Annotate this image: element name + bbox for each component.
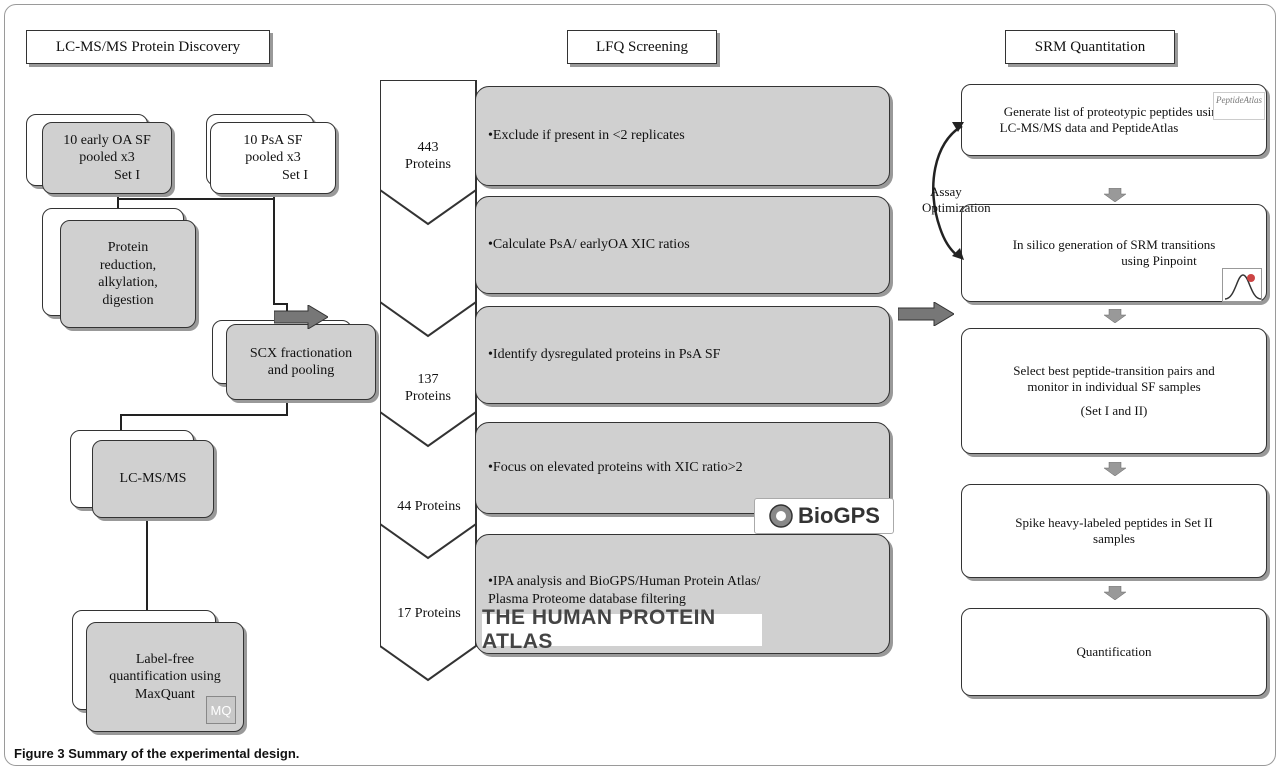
- srm-step-3-line2: monitor in individual SF samples: [1027, 378, 1201, 394]
- lfq-step-4-text: •Focus on elevated proteins with XIC rat…: [488, 460, 743, 475]
- figure-caption: Figure 3 Summary of the experimental des…: [14, 746, 299, 761]
- lcms-box: LC-MS/MS: [92, 440, 214, 518]
- assay-optimization-arrow-icon: [932, 122, 964, 260]
- chevron-count-5: 17 Proteins: [397, 606, 461, 621]
- hpa-logo-text: THE HUMAN PROTEIN ATLAS: [482, 606, 716, 653]
- optimization-label-line2: Optimization: [922, 200, 991, 215]
- srm-step-3-line3: (Set I and II): [1080, 403, 1148, 419]
- header-discovery: LC-MS/MS Protein Discovery: [26, 30, 270, 64]
- oa-sample-line2: pooled x3: [79, 150, 135, 166]
- srm-step-4-line2: samples: [1093, 531, 1135, 546]
- lfq-step-5-text-line2: Plasma Proteome database filtering: [488, 591, 686, 607]
- arrow-down-icon: [1104, 188, 1126, 202]
- connector-line: [117, 198, 274, 200]
- scx-line1: SCX fractionation: [249, 345, 353, 361]
- biogps-logo: BioGPS: [754, 498, 894, 534]
- psa-sample-line1: 10 PsA SF: [243, 132, 303, 148]
- oa-sample-set: Set I: [113, 167, 141, 183]
- lfq-step-2: •Calculate PsA/ earlyOA XIC ratios: [475, 196, 890, 294]
- optimization-label: Optimization: [922, 200, 991, 216]
- lfq-step-4: •Focus on elevated proteins with XIC rat…: [475, 422, 890, 514]
- assay-label-line1: Assay: [930, 184, 962, 199]
- srm-step-1-line1: Generate list of proteotypic peptides us…: [1003, 103, 1225, 119]
- psa-sample-box: 10 PsA SF pooled x3 Set I: [210, 122, 336, 194]
- assay-label: Assay: [930, 184, 962, 200]
- header-lfq: LFQ Screening: [567, 30, 717, 64]
- chevron-unit-1: Proteins: [405, 156, 451, 172]
- srm-step-2-line2: using Pinpoint: [1121, 253, 1197, 268]
- chevron-unit-3: Proteins: [405, 388, 451, 404]
- header-lfq-label: LFQ Screening: [595, 38, 689, 55]
- reduction-line3: alkylation,: [98, 275, 158, 290]
- maxquant-logo-text: MQ: [210, 702, 232, 718]
- lfq-step-1-text: •Exclude if present in <2 replicates: [488, 128, 685, 143]
- chevron-label-4: 44 Proteins: [382, 499, 476, 516]
- header-srm-label: SRM Quantitation: [1034, 38, 1146, 55]
- arrow-down-icon: [1104, 586, 1126, 600]
- connector-line: [120, 414, 288, 416]
- chevron-count-1: 443: [417, 140, 439, 155]
- oa-sample-line1: 10 early OA SF: [63, 132, 151, 148]
- chevron-label-1: 443 Proteins: [388, 140, 468, 174]
- connector-line: [146, 520, 148, 640]
- scx-box: SCX fractionation and pooling: [226, 324, 376, 400]
- labelfree-line2: quantification using: [109, 669, 221, 685]
- chevron-label-5: 17 Proteins: [382, 606, 476, 623]
- reduction-line2: reduction,: [99, 257, 157, 273]
- peptideatlas-logo: PeptideAtlas: [1213, 92, 1265, 120]
- arrow-down-icon: [1104, 309, 1126, 323]
- labelfree-line3: MaxQuant: [135, 686, 195, 702]
- chevron-count-3: 137: [417, 372, 439, 387]
- srm-step-3-line1: Select best peptide-transition pairs and: [1013, 362, 1215, 378]
- srm-step-4-line1: Spike heavy-labeled peptides in Set II: [1015, 514, 1213, 530]
- figure-frame: [4, 4, 1276, 766]
- lfq-step-3: •Identify dysregulated proteins in PsA S…: [475, 306, 890, 404]
- peptideatlas-logo-text: PeptideAtlas: [1216, 95, 1262, 105]
- biogps-globe-icon: [769, 504, 793, 528]
- chevron-label-3: 137 Proteins: [388, 372, 468, 406]
- srm-step-3: Select best peptide-transition pairs and…: [961, 328, 1267, 454]
- lfq-step-2-text: •Calculate PsA/ earlyOA XIC ratios: [488, 237, 690, 252]
- header-discovery-label: LC-MS/MS Protein Discovery: [55, 38, 241, 55]
- hpa-logo: THE HUMAN PROTEIN ATLAS: [482, 606, 762, 653]
- srm-step-4: Spike heavy-labeled peptides in Set II s…: [961, 484, 1267, 578]
- connector-line: [120, 414, 122, 432]
- header-srm: SRM Quantitation: [1005, 30, 1175, 64]
- scx-line2: and pooling: [267, 363, 335, 378]
- connector-line: [117, 190, 119, 210]
- oa-sample-box: 10 early OA SF pooled x3 Set I: [42, 122, 172, 194]
- srm-step-1-line2: LC-MS/MS data and PeptideAtlas: [999, 120, 1179, 135]
- reduction-line4: digestion: [102, 292, 154, 308]
- chevron-column: [380, 80, 477, 682]
- arrow-right-icon: [898, 302, 954, 326]
- srm-step-2: In silico generation of SRM transitions …: [961, 204, 1267, 302]
- figure-caption-text: Summary of the experimental design.: [64, 746, 300, 761]
- lfq-step-1: •Exclude if present in <2 replicates: [475, 86, 890, 186]
- pinpoint-logo: [1222, 268, 1262, 302]
- biogps-logo-text: BioGPS: [798, 503, 880, 528]
- maxquant-logo: MQ: [206, 696, 236, 724]
- lfq-step-3-text: •Identify dysregulated proteins in PsA S…: [488, 347, 721, 362]
- arrow-right-icon: [274, 305, 328, 329]
- srm-step-2-line1: In silico generation of SRM transitions: [1012, 236, 1216, 252]
- srm-step-5-text: Quantification: [1076, 643, 1152, 659]
- lcms-label: LC-MS/MS: [119, 471, 187, 487]
- connector-line: [273, 175, 275, 305]
- arrow-down-icon: [1104, 462, 1126, 476]
- psa-sample-line2: pooled x3: [245, 150, 301, 166]
- labelfree-line1: Label-free: [135, 651, 195, 667]
- reduction-line1: Protein: [107, 240, 149, 255]
- psa-sample-set: Set I: [281, 167, 309, 183]
- connector-line: [273, 303, 287, 305]
- reduction-box: Protein reduction, alkylation, digestion: [60, 220, 196, 328]
- chevron-count-4: 44 Proteins: [397, 499, 461, 514]
- srm-step-5: Quantification: [961, 608, 1267, 696]
- figure-caption-label: Figure 3: [14, 746, 65, 761]
- pinpoint-peak-icon: [1224, 274, 1262, 300]
- lfq-step-5-text: •IPA analysis and BioGPS/Human Protein A…: [488, 574, 761, 589]
